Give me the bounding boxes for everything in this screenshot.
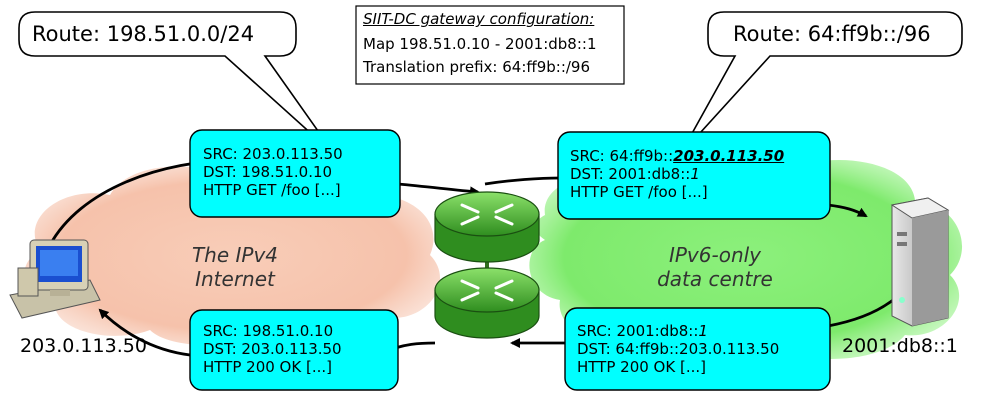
response-arrow-from-server [827, 298, 894, 328]
response-arrow-to-client [98, 308, 191, 357]
packet-box-top-left [189, 129, 401, 218]
router-top-icon [434, 191, 540, 263]
packet-top-left: SRC: 203.0.113.50 DST: 198.51.0.10 HTTP … [203, 145, 343, 199]
packet-box-bottom-left [189, 309, 399, 391]
server-icon [890, 197, 950, 327]
packet-box-bottom-right [564, 307, 831, 391]
server-address: 2001:db8::1 [842, 335, 958, 357]
packet-box-top-right [557, 131, 831, 220]
packet-src: SRC: 2001:db8::1 [577, 322, 708, 340]
packet-payload: HTTP GET /foo [...] [203, 181, 341, 199]
request-arrow-to-router [397, 182, 480, 197]
packet-top-right: SRC: 64:ff9b::203.0.113.50 DST: 2001:db8… [570, 147, 784, 201]
packet-payload: HTTP 200 OK [...] [577, 358, 706, 376]
right-route-callout [679, 11, 963, 156]
packet-payload: HTTP GET /foo [...] [570, 183, 708, 201]
packet-src: SRC: 198.51.0.10 [203, 322, 334, 340]
config-mapping: Map 198.51.0.10 - 2001:db8::1 [363, 35, 597, 53]
packet-dst: DST: 198.51.0.10 [203, 163, 333, 181]
packet-bottom-left: SRC: 198.51.0.10 DST: 203.0.113.50 HTTP … [203, 322, 342, 376]
ipv4-cloud-label: The IPv4 Internet [191, 243, 279, 291]
packet-payload: HTTP 200 OK [...] [203, 358, 332, 376]
request-arrow-to-server [827, 203, 868, 218]
embedded-ipv4-address: 203.0.113.50 [673, 147, 785, 165]
packet-bottom-right: SRC: 2001:db8::1 DST: 64:ff9b::203.0.113… [577, 322, 779, 376]
ipv6-cloud-label: IPv6-only data centre [657, 243, 773, 291]
packet-dst: DST: 64:ff9b::203.0.113.50 [577, 340, 780, 358]
router-bottom-icon [434, 267, 540, 339]
client-computer-icon [9, 239, 101, 319]
right-route-label: Route: 64:ff9b::/96 [733, 22, 931, 46]
client-address: 203.0.113.50 [20, 335, 147, 357]
packet-dst: DST: 203.0.113.50 [203, 340, 342, 358]
left-route-callout [18, 11, 336, 156]
response-arrow-from-router [394, 341, 436, 350]
request-arrow-from-router [484, 176, 561, 186]
packet-src: SRC: 203.0.113.50 [203, 145, 343, 163]
packet-src: SRC: 64:ff9b::203.0.113.50 [570, 147, 785, 165]
config-box [355, 5, 625, 85]
left-route-label: Route: 198.51.0.0/24 [32, 22, 255, 46]
config-prefix: Translation prefix: 64:ff9b::/96 [363, 58, 591, 76]
packet-dst: DST: 2001:db8::1 [570, 165, 700, 183]
config-title: SIIT-DC gateway configuration: [363, 10, 595, 28]
